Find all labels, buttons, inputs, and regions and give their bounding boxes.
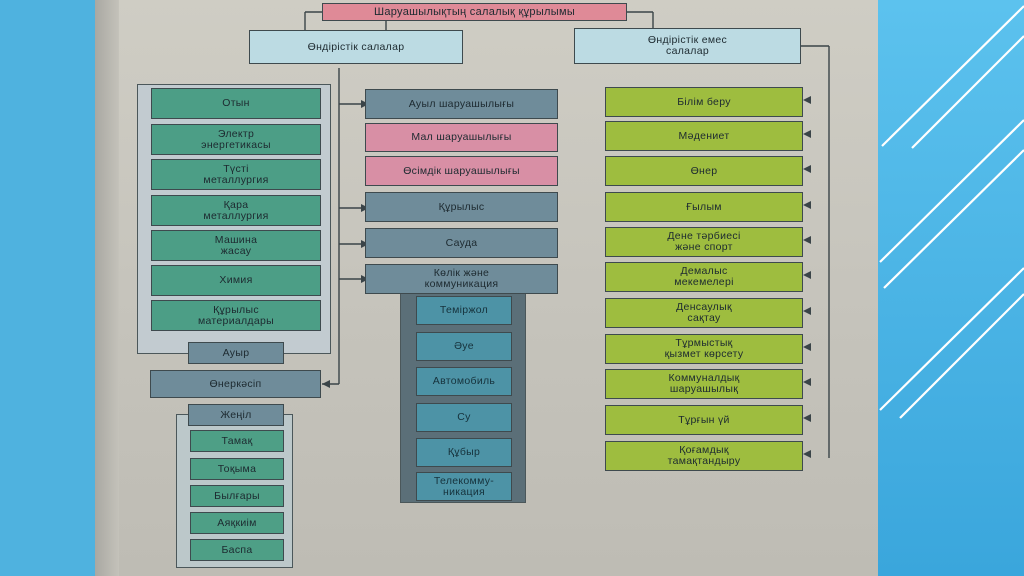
transport-panel xyxy=(400,293,526,503)
sector-item: Көлік және коммуникация xyxy=(365,264,558,294)
sector-item: Құрылыс xyxy=(365,192,558,222)
nonproductive-item: Тұрғын үй xyxy=(605,405,803,435)
nonproductive-item: Өнер xyxy=(605,156,803,186)
nonproductive-item: Тұрмыстық қызмет көрсету xyxy=(605,334,803,364)
sector-item: Сауда xyxy=(365,228,558,258)
transport-item: Әуе xyxy=(416,332,512,361)
nonproductive-item: Демалыс мекемелері xyxy=(605,262,803,292)
heavy-industry-item: Құрылыс материалдары xyxy=(151,300,321,331)
nonproductive-item: Мәдениет xyxy=(605,121,803,151)
heavy-industry-item: Отын xyxy=(151,88,321,119)
light-industry-label: Жеңіл xyxy=(188,404,284,426)
page-edge xyxy=(95,0,119,576)
transport-item: Автомобиль xyxy=(416,367,512,396)
heavy-industry-item: Түсті металлургия xyxy=(151,159,321,190)
sector-item: Ауыл шаруашылығы xyxy=(365,89,558,119)
industry-box: Өнеркәсіп xyxy=(150,370,321,398)
diagram-photo: Шаруашылықтың салалық құрылымы Өндірісті… xyxy=(95,0,878,576)
nonproductive-item: Ғылым xyxy=(605,192,803,222)
transport-item: Теміржол xyxy=(416,296,512,325)
nonproductive-item: Дене тәрбиесі және спорт xyxy=(605,227,803,257)
transport-item: Телекомму- никация xyxy=(416,472,512,501)
light-industry-item: Аяқкиім xyxy=(190,512,284,534)
sector-item: Мал шаруашылығы xyxy=(365,123,558,152)
transport-item: Су xyxy=(416,403,512,432)
decorative-lines xyxy=(879,5,1024,419)
light-industry-item: Тамақ xyxy=(190,430,284,452)
light-industry-item: Былғары xyxy=(190,485,284,507)
nonproductive-item: Денсаулық сақтау xyxy=(605,298,803,328)
arrow-heads xyxy=(322,96,811,458)
connector-lines xyxy=(304,11,830,458)
nonproductive-sectors-box: Өндірістік емес салалар xyxy=(574,28,801,64)
diagram-title: Шаруашылықтың салалық құрылымы xyxy=(322,3,627,21)
slide-side-panel xyxy=(878,0,1024,576)
productive-sectors-box: Өндірістік салалар xyxy=(249,30,463,64)
heavy-industry-item: Электр энергетикасы xyxy=(151,124,321,155)
sector-item: Өсімдік шаруашылығы xyxy=(365,156,558,186)
light-industry-item: Тоқыма xyxy=(190,458,284,480)
nonproductive-item: Білім беру xyxy=(605,87,803,117)
heavy-industry-item: Химия xyxy=(151,265,321,296)
nonproductive-item: Қоғамдық тамақтандыру xyxy=(605,441,803,471)
heavy-industry-item: Қара металлургия xyxy=(151,195,321,226)
heavy-industry-label: Ауыр xyxy=(188,342,284,364)
light-industry-item: Баспа xyxy=(190,539,284,561)
transport-item: Құбыр xyxy=(416,438,512,467)
nonproductive-item: Коммуналдық шаруашылық xyxy=(605,369,803,399)
heavy-industry-item: Машина жасау xyxy=(151,230,321,261)
